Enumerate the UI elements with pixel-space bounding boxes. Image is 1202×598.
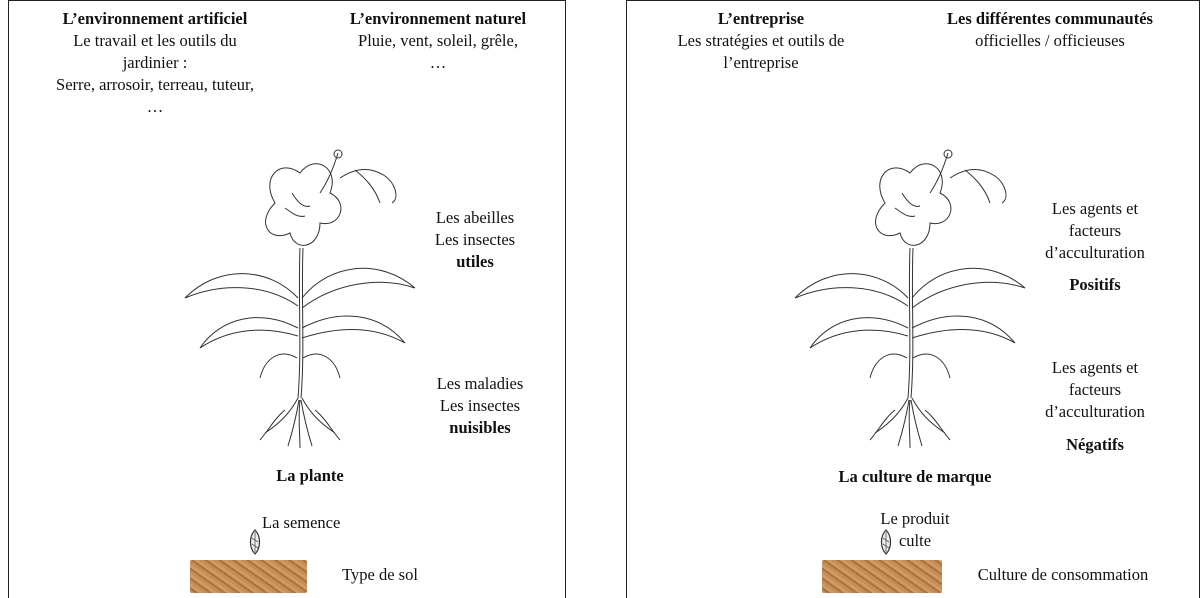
- company-body: Les stratégies et outils de l’entreprise: [636, 30, 886, 74]
- plant-drawing: [790, 148, 1030, 448]
- seed-label: La semence: [262, 512, 372, 534]
- useful-insects-text: Les abeilles Les insectes: [410, 207, 540, 251]
- positive-agents-bold: Positifs: [1020, 274, 1170, 296]
- plant-drawing: [180, 148, 420, 448]
- communities-body: officielles / officieuses: [905, 30, 1195, 52]
- harmful-text: Les maladies Les insectes: [410, 373, 550, 417]
- artificial-env-body: Le travail et les outils du jardinier : …: [20, 30, 290, 118]
- natural-env-title: L’environnement naturel: [318, 8, 558, 30]
- natural-env-body: Pluie, vent, soleil, grêle, …: [318, 30, 558, 74]
- plant-label: La plante: [240, 465, 380, 487]
- artificial-env-title: L’environnement artificiel: [20, 8, 290, 30]
- brand-culture-label: La culture de marque: [800, 466, 1030, 488]
- company-title: L’entreprise: [636, 8, 886, 30]
- consumption-culture-label: Culture de consommation: [948, 564, 1178, 586]
- communities-title: Les différentes communautés: [905, 8, 1195, 30]
- negative-agents-bold: Négatifs: [1020, 434, 1170, 456]
- soil-image: [190, 560, 307, 593]
- useful-insects-bold: utiles: [410, 251, 540, 273]
- soil-image: [822, 560, 942, 593]
- negative-agents-text: Les agents et facteurs d’acculturation: [1020, 357, 1170, 423]
- harmful-bold: nuisibles: [410, 417, 550, 439]
- seed-icon: [876, 528, 896, 556]
- positive-agents-text: Les agents et facteurs d’acculturation: [1020, 198, 1170, 264]
- soil-label: Type de sol: [320, 564, 440, 586]
